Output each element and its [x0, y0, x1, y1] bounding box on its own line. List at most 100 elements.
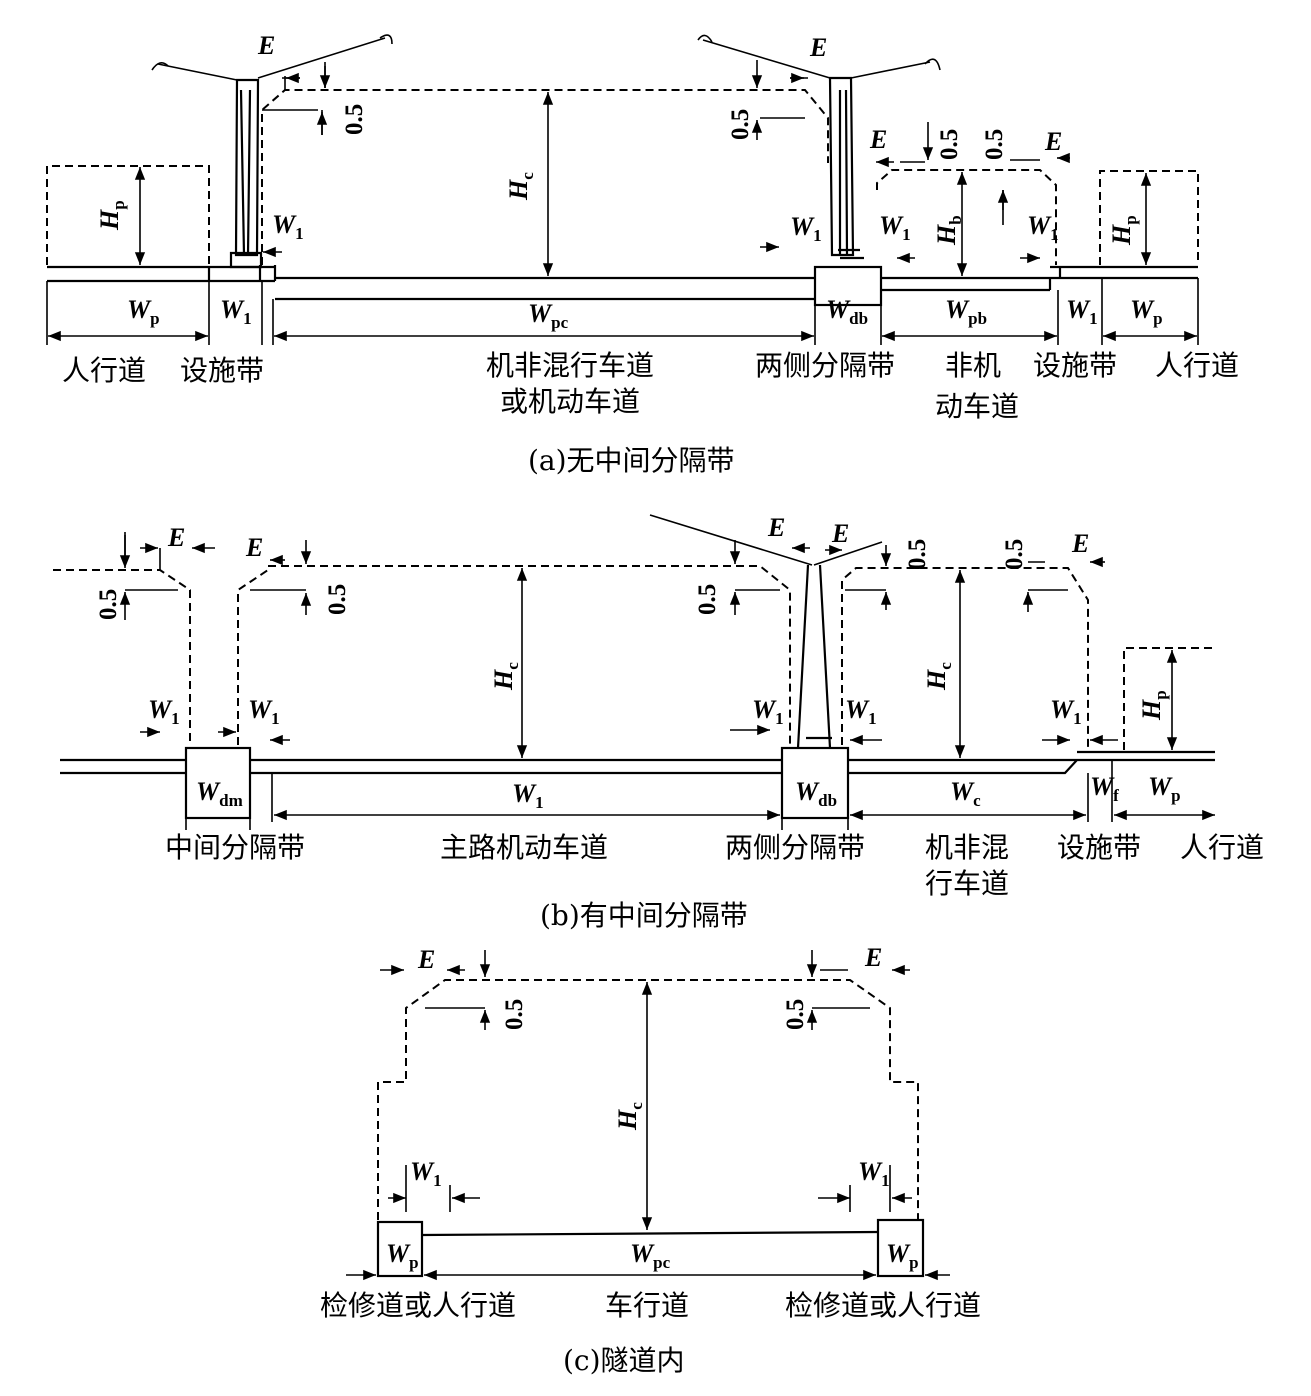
Hc-label: Hc: [922, 662, 955, 691]
half-label: 0.5: [936, 129, 963, 160]
walkway-right-label: 检修道或人行道: [785, 1289, 981, 1322]
lamp-arm-b: [649, 514, 883, 566]
Wdm-label: Wdm: [196, 777, 243, 810]
caption-c: (c)隧道内: [563, 1344, 685, 1377]
nonmotor-lane-label: 非机: [945, 349, 1001, 382]
half-label: 0.5: [782, 999, 809, 1030]
E-label: E: [167, 523, 185, 552]
half-label: 0.5: [727, 109, 754, 140]
Hc-label: Hc: [489, 662, 522, 691]
tunnel-clearance-c: [377, 979, 919, 1220]
lamp-head-icon: [697, 34, 713, 43]
sidewalk-right-label: 人行道: [1155, 349, 1239, 382]
W1-label: W1: [879, 211, 911, 244]
caption-b: (b)有中间分隔带: [540, 899, 748, 932]
half-label: 0.5: [981, 129, 1008, 160]
side-divider-label: 两侧分隔带: [725, 831, 865, 864]
Wf-label: Wf: [1090, 772, 1119, 805]
half-label: 0.5: [501, 999, 528, 1030]
E-label: E: [767, 513, 785, 542]
E-label: E: [245, 533, 263, 562]
half-label: 0.5: [694, 584, 721, 615]
E-label: E: [1044, 127, 1062, 156]
Wpc-label: Wpc: [630, 1239, 671, 1272]
sidewalk-left-label: 人行道: [62, 354, 146, 387]
clearance-mixed-b: [841, 567, 1089, 750]
roadway-c: [421, 1230, 879, 1237]
clearance-sidewalk-b: [1123, 647, 1215, 750]
roadway-a: [275, 276, 815, 301]
lamp-head-icon: [924, 58, 941, 71]
Hc-label: Hc: [613, 1102, 646, 1131]
Wdb-label: Wdb: [795, 777, 837, 810]
E-label: E: [257, 31, 275, 60]
clearance-nonmotor-a: [876, 169, 1057, 265]
side-divider-block-a: [813, 265, 883, 307]
ground-a-right: [881, 265, 1198, 292]
E-label: E: [809, 33, 827, 62]
sidewalk-label: 人行道: [1180, 831, 1264, 864]
Wp-label: Wp: [386, 1239, 419, 1272]
side-divider-block-b: [780, 746, 850, 820]
W1-label: W1: [512, 779, 544, 812]
Hc-label: Hc: [504, 172, 537, 201]
Wp-label: Wp: [1148, 772, 1181, 805]
mixed-lane-label-2: 或机动车道: [500, 385, 640, 418]
facility-label: 设施带: [1057, 831, 1141, 864]
clearance-sidewalk-right-a: [1099, 170, 1199, 265]
Wp-label: Wp: [886, 1239, 919, 1272]
lamp-post-right-a: [828, 76, 864, 260]
half-label: 0.5: [341, 104, 368, 135]
W1-label: W1: [1027, 211, 1059, 244]
Wdb-label: Wdb: [826, 295, 868, 328]
half-label: 0.5: [904, 539, 931, 570]
ground-a-left: [47, 265, 277, 283]
main-lane-label: 主路机动车道: [440, 831, 608, 864]
lamp-post-left-a: [229, 78, 263, 269]
lamp-arm-left-a: [157, 37, 386, 81]
half-label: 0.5: [95, 589, 122, 620]
W1-label: W1: [845, 695, 877, 728]
roadway-label: 车行道: [605, 1289, 689, 1322]
W1-label: W1: [272, 210, 304, 243]
E-label: E: [864, 943, 882, 972]
W1-label: W1: [858, 1157, 890, 1190]
W1-label: W1: [790, 212, 822, 245]
Wp-label: Wp: [127, 295, 160, 328]
clearance-main-b: [268, 565, 791, 745]
walkway-block-left: [376, 1220, 424, 1278]
clearance-sidewalk-left-a: [46, 165, 210, 265]
walkway-left-label: 检修道或人行道: [320, 1289, 516, 1322]
half-label: 0.5: [1001, 539, 1028, 570]
Hp-label: Hp: [95, 200, 128, 231]
E-label: E: [869, 125, 887, 154]
W1-label: W1: [248, 695, 280, 728]
lamp-arm-right-a: [702, 39, 931, 79]
median-block-b: [184, 746, 252, 820]
Wp-label: Wp: [1130, 295, 1163, 328]
mixed-lane-label: 机非混: [925, 831, 1009, 864]
clearance-median-b: [53, 569, 269, 745]
facility-left-label: 设施带: [180, 354, 264, 387]
E-label: E: [1071, 529, 1089, 558]
clearance-main-a: [261, 89, 829, 265]
lamp-post-b: [796, 564, 832, 749]
lamp-head-icon: [379, 34, 393, 45]
Hp-label: Hp: [1107, 215, 1140, 246]
lamp-head-icon: [151, 62, 169, 71]
W1-label: W1: [1050, 695, 1082, 728]
Hp-label: Hp: [1137, 690, 1170, 721]
W1-label: W1: [1066, 295, 1098, 328]
E-label: E: [417, 945, 435, 974]
side-divider-label: 两侧分隔带: [755, 349, 895, 382]
W1-label: W1: [752, 695, 784, 728]
panel-c: Hc E 0.5 0.5 E W1 W1 Wp Wpc Wp 检修道或人行道 车…: [320, 943, 981, 1377]
W1-label: W1: [410, 1157, 442, 1190]
facility-right-label: 设施带: [1033, 349, 1117, 382]
Wpb-label: Wpb: [945, 295, 987, 328]
caption-a: (a)无中间分隔带: [528, 444, 735, 477]
W1-label: W1: [220, 295, 252, 328]
Wc-label: Wc: [950, 777, 981, 810]
nonmotor-lane-label-2: 动车道: [935, 390, 1019, 423]
